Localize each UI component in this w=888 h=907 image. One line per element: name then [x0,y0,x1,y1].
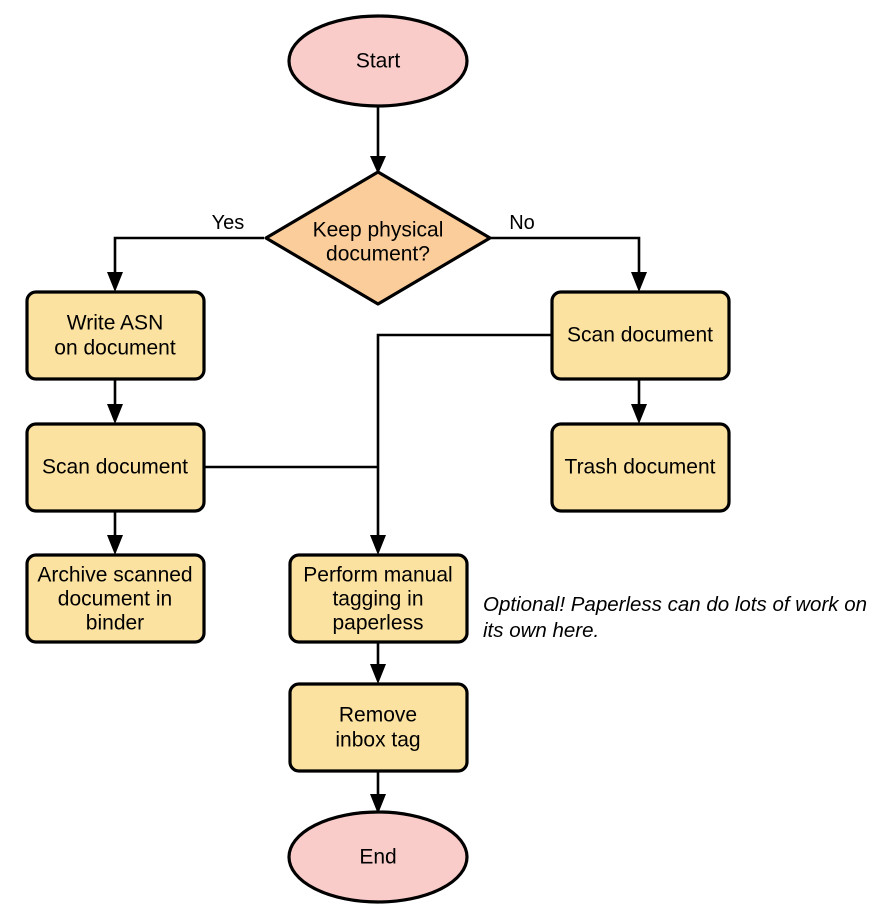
trash-document-box-shape [550,422,731,513]
node-write-asn-label-line1: Write ASN [67,312,163,335]
node-scan-document-left[interactable]: Scan document [25,422,206,513]
edge-removeinbox-to-end [370,772,386,814]
node-scan-document-right-label: Scan document [567,324,713,347]
node-write-asn-on-document[interactable]: Write ASN on document [25,290,206,381]
write-asn-box-shape [25,290,206,381]
edge-start-to-decision [370,105,386,174]
node-scan-document-right[interactable]: Scan document [550,290,731,381]
archive-box-shape [25,553,206,644]
remove-inbox-tag-box-shape [288,682,469,773]
node-tagging-label-line2: tagging in [332,588,423,611]
edge-writeasn-to-scanleft [107,378,123,424]
edge-scanright-to-tagging [370,333,552,555]
node-tagging-label-line1: Perform manual [303,564,452,587]
node-archive-label-line3: binder [86,612,144,635]
start-ellipse-shape [287,14,469,108]
edge-label-yes: Yes [212,212,245,234]
edge-decision-no [491,236,647,292]
node-start[interactable]: Start [287,14,469,108]
tagging-box-shape [288,553,469,644]
node-trash-document[interactable]: Trash document [550,422,731,513]
node-end-label: End [359,846,396,869]
edge-scanright-to-trash [631,378,647,424]
scan-document-right-box-shape [550,290,731,381]
annotation-line2: its own here. [483,619,599,642]
node-write-asn-label-line2: on document [54,337,176,360]
node-remove-inbox-label-line1: Remove [339,704,417,727]
node-remove-inbox-tag[interactable]: Remove inbox tag [288,682,469,773]
end-ellipse-shape [287,810,469,904]
edge-decision-yes [107,236,264,292]
scan-document-left-box-shape [25,422,206,513]
annotation-line1: Optional! Paperless can do lots of work … [483,593,867,616]
edge-tagging-to-removeinbox [370,642,386,684]
decision-diamond-shape [264,170,492,306]
node-tagging-label-line3: paperless [332,612,423,635]
annotation-optional-paperless-note: Optional! Paperless can do lots of work … [483,593,867,642]
node-decision-label-line1: Keep physical [313,219,444,242]
node-archive-label-line2: document in [58,588,172,611]
edge-label-no: No [509,212,535,234]
node-decision-label-line2: document? [326,243,430,266]
node-archive-label-line1: Archive scanned [37,564,192,587]
edge-scanleft-to-archive [107,510,123,555]
node-start-label: Start [356,50,401,73]
node-trash-document-label: Trash document [565,456,716,479]
node-end[interactable]: End [287,810,469,904]
node-archive-scanned-document[interactable]: Archive scanned document in binder [25,553,206,644]
node-perform-manual-tagging[interactable]: Perform manual tagging in paperless [288,553,469,644]
node-decision-keep-physical-document[interactable]: Keep physical document? [264,170,492,306]
node-remove-inbox-label-line2: inbox tag [335,729,420,752]
node-scan-document-left-label: Scan document [42,456,188,479]
